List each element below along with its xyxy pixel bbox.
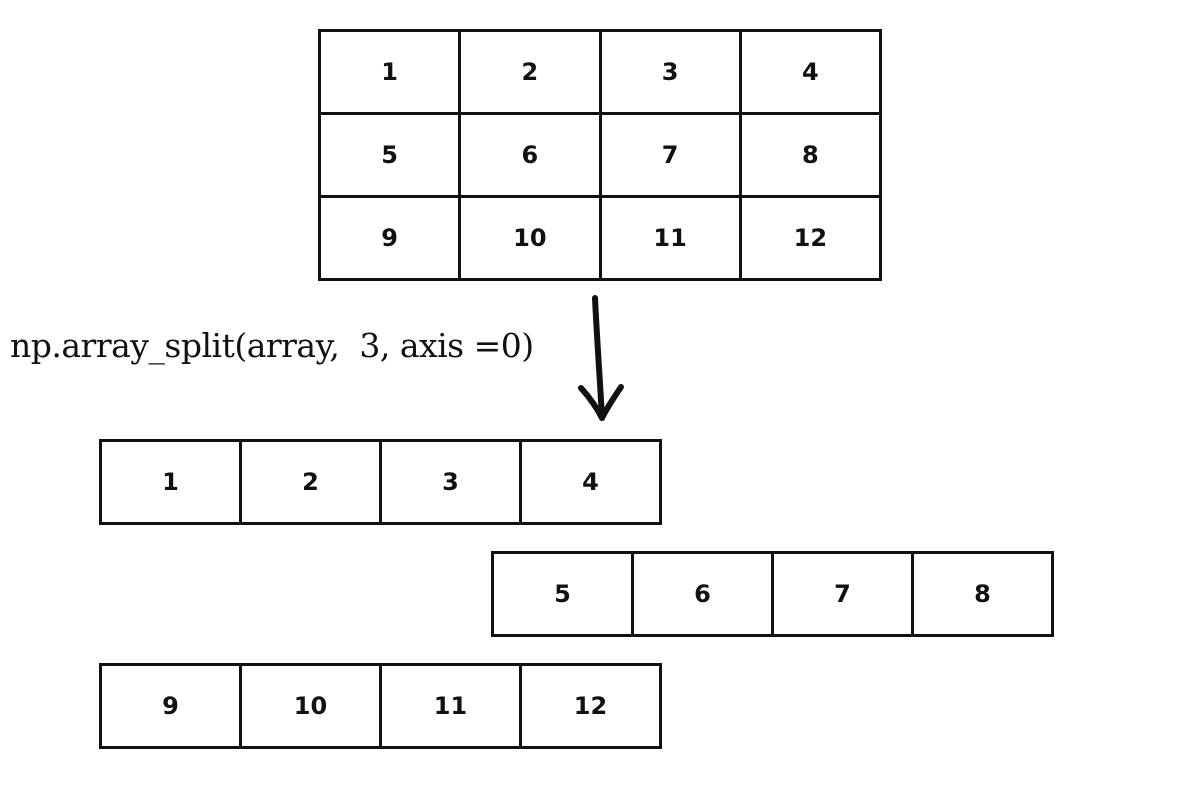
split-row-2-cell-2: 6	[634, 554, 774, 637]
source-cell-r2-c1: 5	[321, 115, 462, 198]
split-row-1-cell-3: 3	[382, 442, 522, 525]
split-row-3-cell-3: 11	[382, 666, 522, 749]
down-arrow-icon	[578, 295, 624, 421]
split-row-3-cell-4: 12	[522, 666, 662, 749]
split-row-2: 5 6 7 8	[491, 551, 1054, 637]
split-row-1-cell-4: 4	[522, 442, 662, 525]
split-row-1-cell-2: 2	[242, 442, 382, 525]
code-label: np.array_split(array, 3, axis =0)	[10, 326, 534, 365]
source-cell-r1-c4: 4	[741, 32, 882, 115]
split-row-2-cell-4: 8	[914, 554, 1054, 637]
split-row-1-cell-1: 1	[102, 442, 242, 525]
source-array-grid: 1 2 3 4 5 6 7 8 9 10 11 12	[318, 29, 882, 281]
source-cell-r2-c3: 7	[601, 115, 742, 198]
source-cell-r1-c2: 2	[461, 32, 602, 115]
source-cell-r3-c2: 10	[461, 198, 602, 281]
split-row-3: 9 10 11 12	[99, 663, 662, 749]
source-cell-r1-c3: 3	[601, 32, 742, 115]
source-cell-r3-c1: 9	[321, 198, 462, 281]
split-row-2-cell-1: 5	[494, 554, 634, 637]
split-row-2-cell-3: 7	[774, 554, 914, 637]
split-row-3-cell-1: 9	[102, 666, 242, 749]
split-row-1: 1 2 3 4	[99, 439, 662, 525]
source-cell-r3-c3: 11	[601, 198, 742, 281]
source-cell-r2-c4: 8	[741, 115, 882, 198]
source-cell-r3-c4: 12	[741, 198, 882, 281]
source-cell-r1-c1: 1	[321, 32, 462, 115]
split-row-3-cell-2: 10	[242, 666, 382, 749]
source-cell-r2-c2: 6	[461, 115, 602, 198]
